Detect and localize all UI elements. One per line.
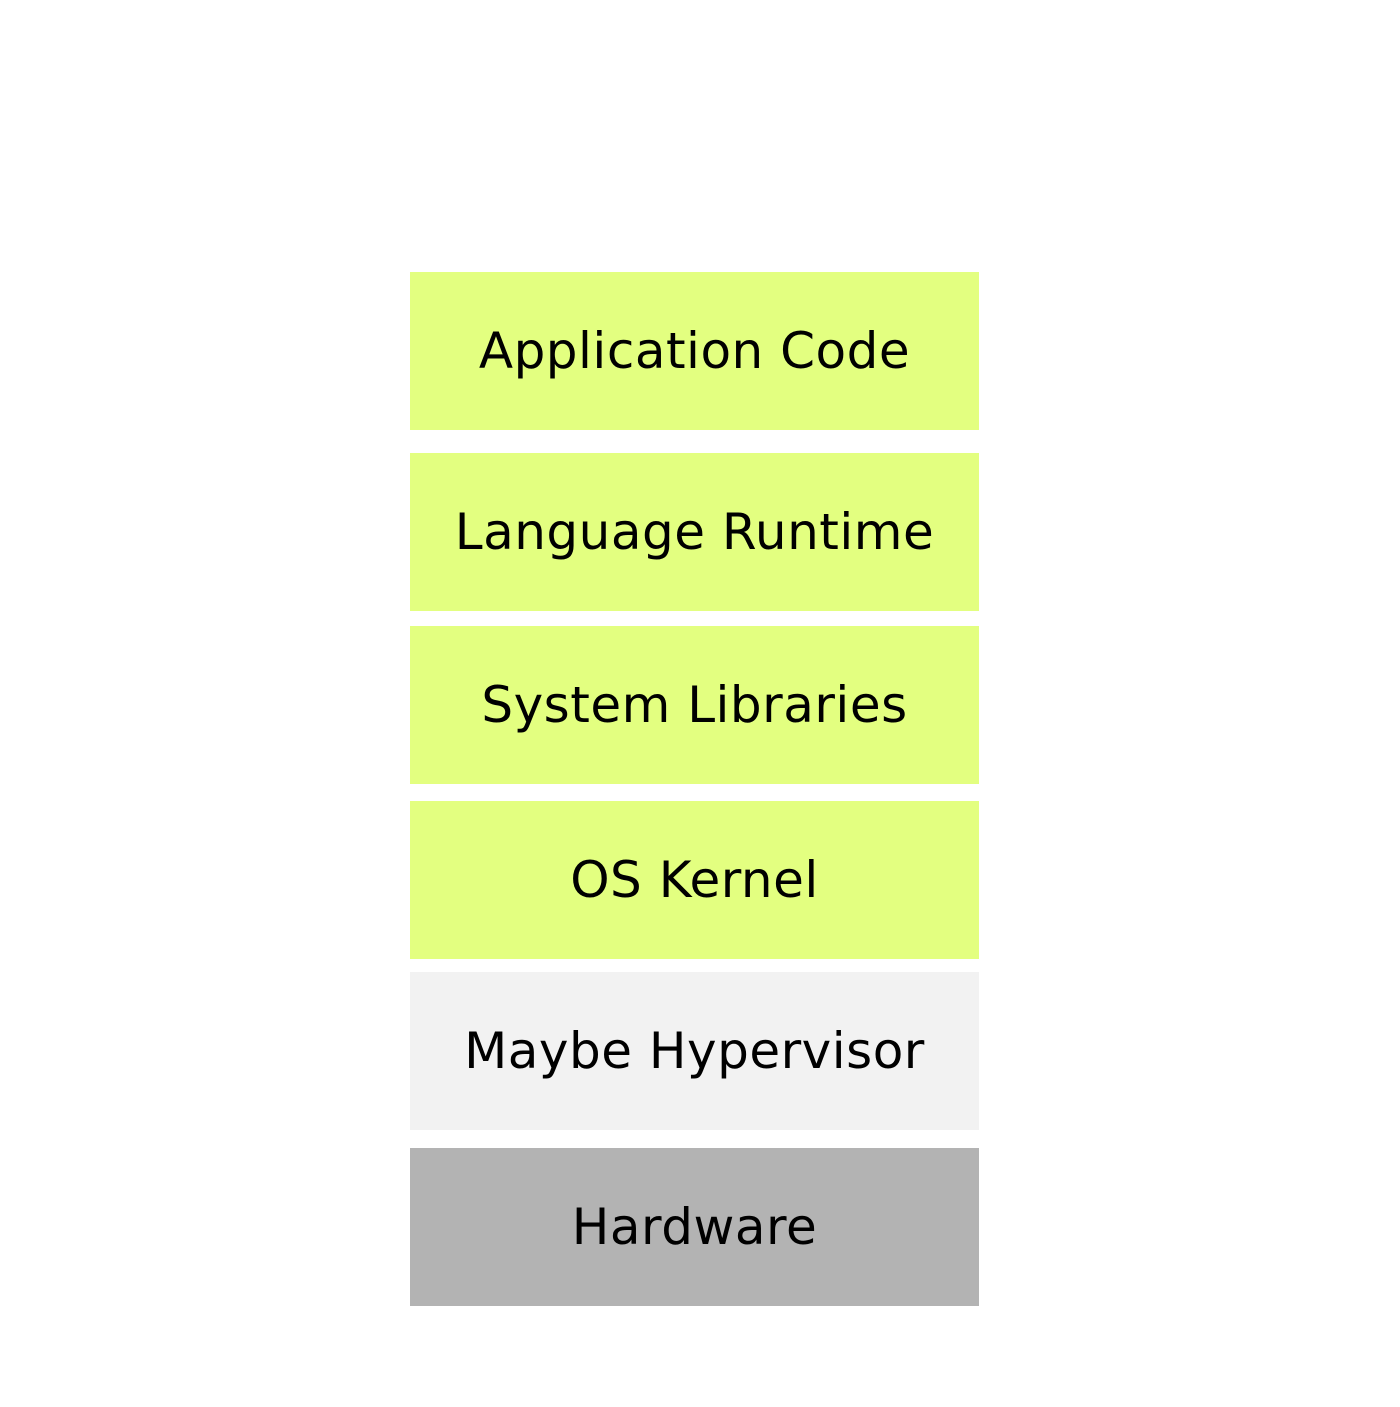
- layer-maybe-hypervisor: Maybe Hypervisor: [410, 972, 979, 1130]
- layer-label: Language Runtime: [454, 503, 935, 561]
- layer-label: Maybe Hypervisor: [464, 1022, 925, 1080]
- layer-os-kernel: OS Kernel: [410, 801, 979, 959]
- layer-system-libraries: System Libraries: [410, 626, 979, 784]
- layer-hardware: Hardware: [410, 1148, 979, 1306]
- layer-application-code: Application Code: [410, 272, 979, 430]
- layer-label: Application Code: [478, 322, 911, 380]
- layer-language-runtime: Language Runtime: [410, 453, 979, 611]
- layer-label: Hardware: [571, 1198, 818, 1256]
- layer-label: System Libraries: [481, 676, 908, 734]
- layer-label: OS Kernel: [570, 851, 819, 909]
